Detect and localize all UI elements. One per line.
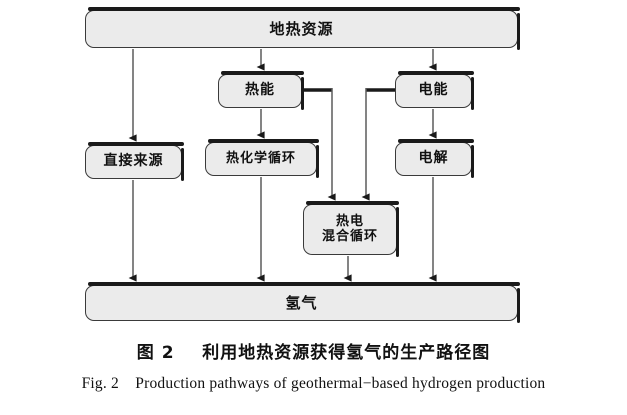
node-electric-energy[interactable]: 电能 bbox=[395, 71, 474, 110]
node-label: 氢气 bbox=[285, 293, 318, 312]
node-label: 地热资源 bbox=[269, 19, 334, 38]
node-direct-source[interactable]: 直接来源 bbox=[85, 142, 184, 181]
caption-english: Fig. 2 Production pathways of geothermal… bbox=[81, 375, 546, 392]
node-thermal-energy[interactable]: 热能 bbox=[218, 71, 304, 110]
node-label: 热能 bbox=[245, 82, 275, 99]
node-thermochemical-cycle[interactable]: 热化学循环 bbox=[205, 139, 319, 178]
node-label: 热电 混合循环 bbox=[321, 213, 378, 244]
node-label: 直接来源 bbox=[103, 153, 164, 170]
node-label: 电解 bbox=[418, 150, 449, 167]
node-electrolysis[interactable]: 电解 bbox=[395, 139, 474, 178]
caption-chinese: 图 2 利用地热资源获得氢气的生产路径图 bbox=[136, 343, 491, 363]
node-hybrid-thermoelectric-cycle[interactable]: 热电 混合循环 bbox=[303, 201, 399, 257]
node-geothermal-resource[interactable]: 地热资源 bbox=[85, 7, 520, 50]
node-hydrogen[interactable]: 氢气 bbox=[85, 282, 520, 323]
node-label: 电能 bbox=[418, 82, 449, 99]
node-label: 热化学循环 bbox=[225, 150, 296, 166]
figure-caption: 图 2 利用地热资源获得氢气的生产路径图 Fig. 2 Production p… bbox=[0, 330, 627, 393]
flow-connectors bbox=[128, 49, 437, 282]
